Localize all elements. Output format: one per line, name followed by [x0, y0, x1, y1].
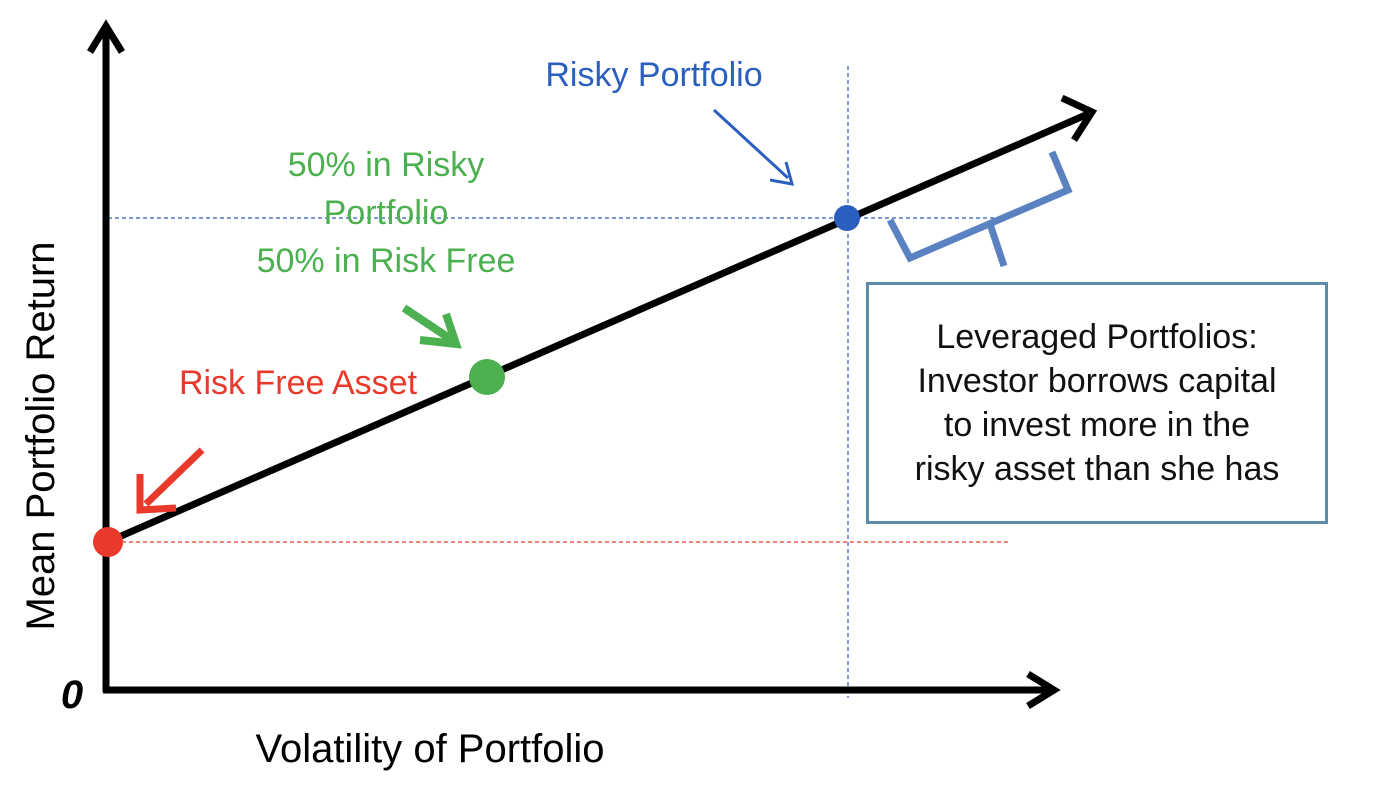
capital-allocation-arrowhead [1060, 94, 1098, 142]
risk-free-asset-label: Risk Free Asset [179, 364, 418, 402]
x-axis-label: Volatility of Portfolio [255, 727, 604, 771]
capital-allocation-line [110, 110, 1090, 544]
leveraged-bracket [886, 150, 1073, 263]
half-half-label-line1: 50% in Risky [288, 146, 485, 184]
half-half-arrowhead [419, 312, 462, 349]
risk-free-arrowhead [136, 474, 177, 514]
half-half-arrow [401, 304, 455, 344]
risky-portfolio-arrow [712, 108, 790, 180]
leveraged-portfolios-callout: Leveraged Portfolios: Investor borrows c… [866, 282, 1328, 524]
half-half-label-line3: 50% in Risk Free [257, 242, 516, 280]
half-half-portfolio-point [469, 359, 505, 395]
y-axis-label: Mean Portfolio Return [19, 241, 63, 630]
half-half-label-line2: Portfolio [324, 194, 449, 232]
origin-label: 0 [61, 673, 83, 717]
x-axis-arrowhead [1026, 671, 1061, 709]
risky-portfolio-point [834, 205, 860, 231]
risky-portfolio-label: Risky Portfolio [545, 56, 762, 94]
y-axis-arrowhead [87, 19, 125, 54]
risky-portfolio-arrowhead [769, 161, 795, 186]
risk-free-asset-point [93, 527, 123, 557]
risk-free-arrow [143, 447, 205, 507]
leveraged-bracket-tip [986, 222, 1008, 268]
